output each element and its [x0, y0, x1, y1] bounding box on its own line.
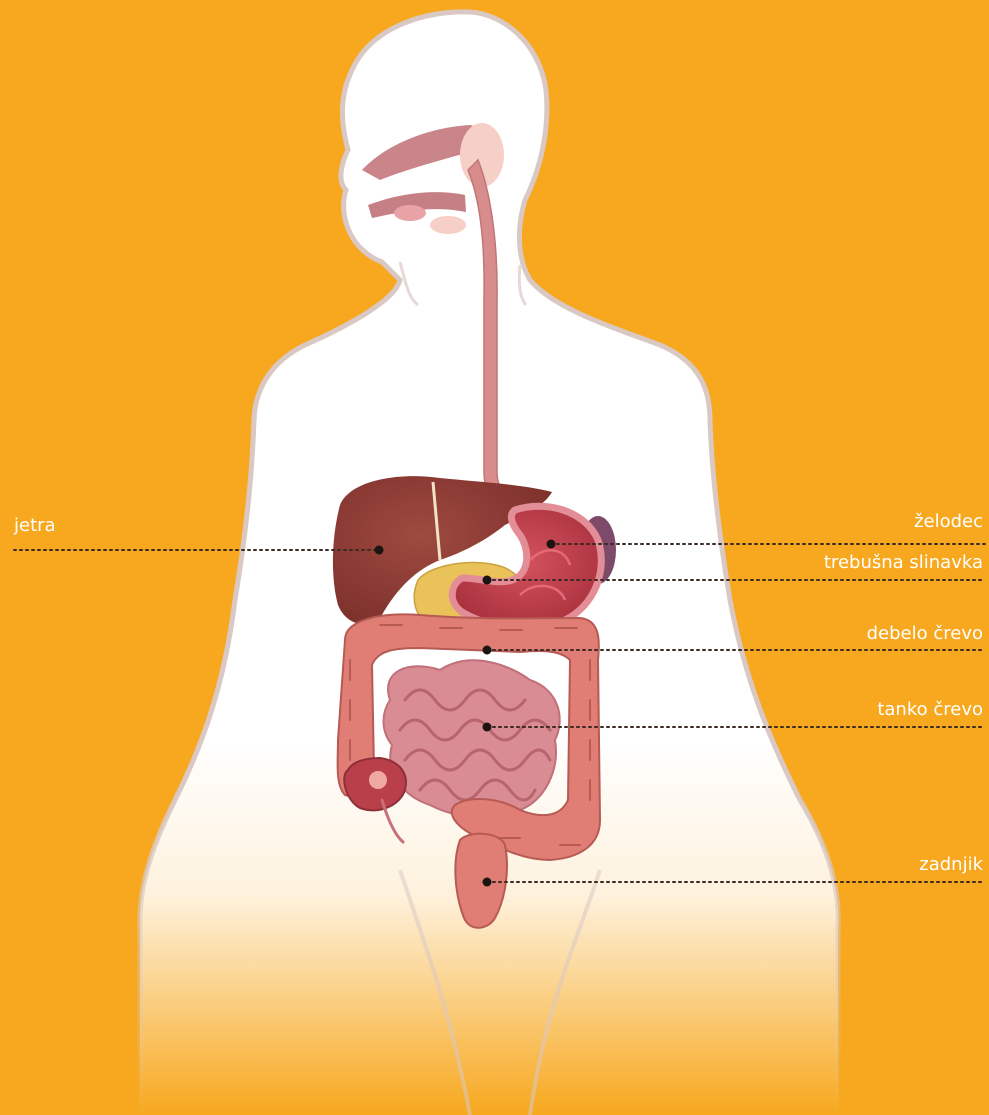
pointer-dot-small-intestine: [483, 723, 492, 732]
pointer-dot-rectum: [483, 878, 492, 887]
label-rectum: zadnjik: [919, 856, 983, 874]
pointer-dot-large-intestine: [483, 646, 492, 655]
label-stomach: želodec: [914, 513, 983, 531]
small-intestine: [384, 660, 560, 817]
label-large-intestine: debelo črevo: [867, 625, 983, 643]
pointer-dot-liver: [375, 546, 384, 555]
label-small-intestine: tanko črevo: [877, 701, 983, 719]
pointer-dot-pancreas: [483, 576, 492, 585]
label-pancreas: trebušna slinavka: [824, 554, 983, 572]
pointer-dot-stomach: [547, 540, 556, 549]
label-liver: jetra: [14, 517, 56, 535]
